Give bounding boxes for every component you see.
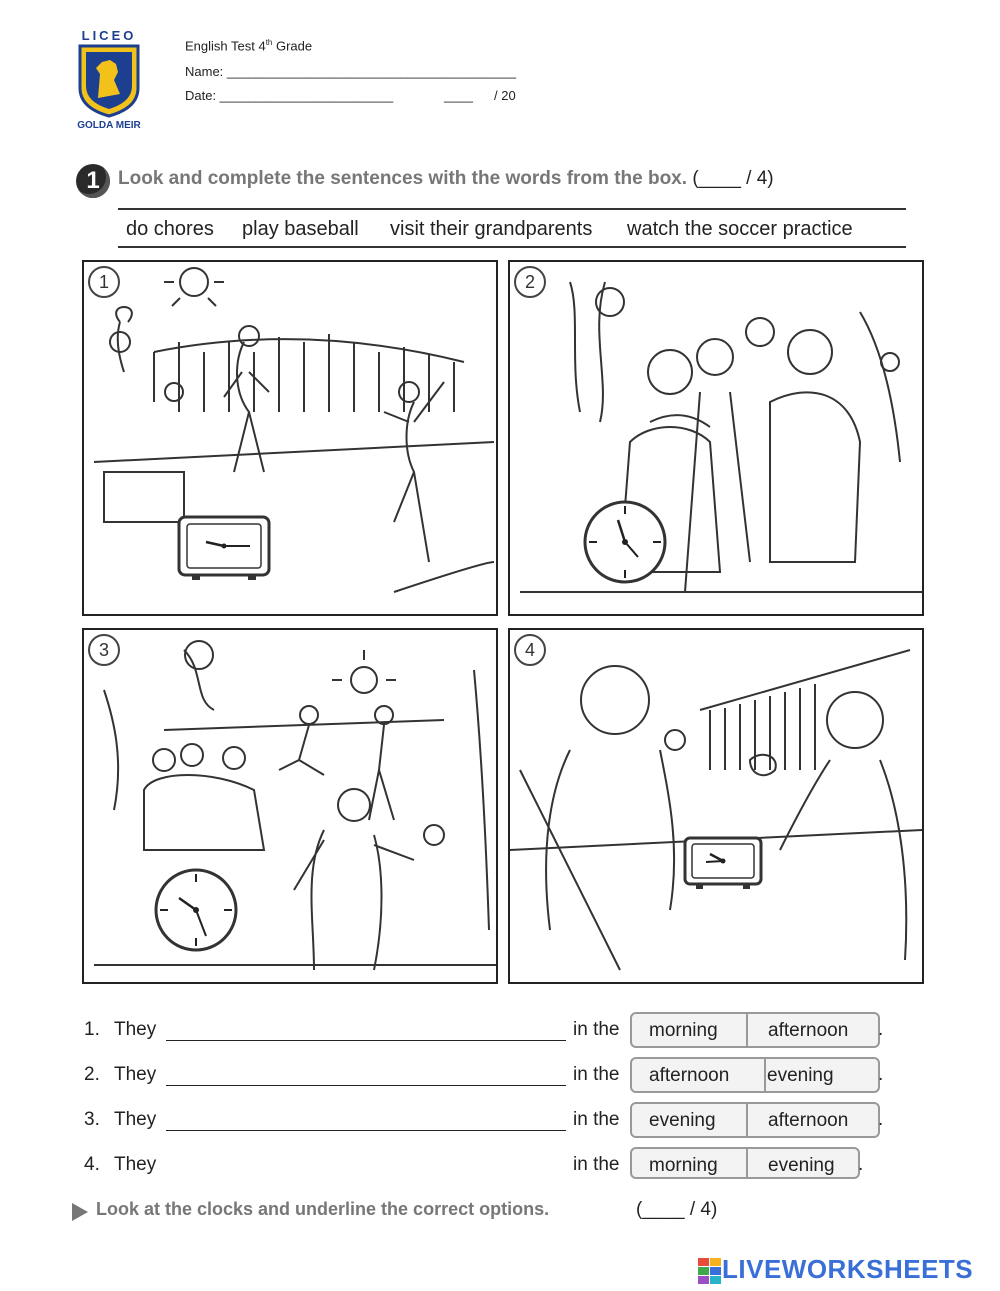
clock-panel-1 <box>177 515 271 580</box>
panel-number-2: 2 <box>514 266 546 298</box>
sentence-1-number: 1. <box>84 1019 100 1040</box>
sentence-1-blank[interactable] <box>166 1018 566 1041</box>
logo-text-top: LICEO <box>82 28 137 43</box>
soccer-scene <box>94 640 496 971</box>
exercise-1-instruction: Look and complete the sentences with the… <box>118 168 774 189</box>
exercise-1-score: (____ / 4) <box>692 168 774 189</box>
picture-panel-4: 4 <box>508 628 924 984</box>
sentence-1-subject: They <box>114 1019 157 1040</box>
picture-panel-1: 1 <box>82 260 498 616</box>
sentence-3-number: 3. <box>84 1109 100 1130</box>
word-do-chores: do chores <box>126 218 214 240</box>
score-total: / 20 <box>494 88 516 103</box>
liveworksheets-logo-icon <box>698 1258 722 1284</box>
panel-number-1: 1 <box>88 266 120 298</box>
sentence-2-blank[interactable] <box>166 1063 566 1086</box>
sentence-4-subject: They <box>114 1154 157 1175</box>
sentence-3-subject: They <box>114 1109 157 1130</box>
grandparents-scene <box>520 281 922 593</box>
sentence-1-option-morning[interactable]: morning <box>649 1020 718 1041</box>
school-logo: LICEO GOLDA MEIR <box>70 28 148 131</box>
panel-number-4: 4 <box>514 634 546 666</box>
sentence-2-period: . <box>878 1064 884 1085</box>
exercise-2-instruction: Look at the clocks and underline the cor… <box>96 1199 550 1219</box>
sentence-4-option-morning[interactable]: morning <box>649 1155 718 1176</box>
sentence-4-number: 4. <box>84 1154 100 1175</box>
picture-panel-3: 3 <box>82 628 498 984</box>
sentence-2-option-afternoon[interactable]: afternoon <box>649 1065 730 1086</box>
baseball-scene <box>93 267 495 593</box>
sentence-2-subject: They <box>114 1064 157 1085</box>
sentence-1-options: morning afternoon <box>630 1012 880 1048</box>
word-box: do chores play baseball visit their gran… <box>118 208 906 248</box>
name-field[interactable]: Name: __________________________________… <box>185 64 517 79</box>
logo-text-bottom: GOLDA MEIR <box>77 120 141 130</box>
exercise-2-score: (____ / 4) <box>636 1199 718 1220</box>
clock-panel-2 <box>583 500 667 584</box>
word-watch-soccer: watch the soccer practice <box>627 218 853 240</box>
exercise-2-arrow-icon <box>72 1203 88 1221</box>
clock-panel-4 <box>683 836 763 889</box>
sentence-4-in-the: in the <box>573 1154 620 1175</box>
liveworksheets-brand[interactable]: LIVEWORKSHEETS <box>722 1254 974 1284</box>
picture-panel-2: 2 <box>508 260 924 616</box>
word-play-baseball: play baseball <box>242 218 359 240</box>
sentence-2-in-the: in the <box>573 1064 620 1085</box>
sentence-3-period: . <box>878 1109 884 1130</box>
word-visit-grandparents: visit their grandparents <box>390 218 593 240</box>
sentence-2-options: afternoon evening <box>630 1057 880 1093</box>
test-title: English Test 4th Grade <box>185 38 313 54</box>
score-blank[interactable]: ____ <box>444 88 473 103</box>
chores-scene <box>510 649 922 971</box>
sentence-1-in-the: in the <box>573 1019 620 1040</box>
sentence-4-period: . <box>858 1154 864 1175</box>
sentence-4-option-evening[interactable]: evening <box>768 1155 835 1176</box>
sentence-2-option-evening[interactable]: evening <box>767 1065 834 1086</box>
panel-number-3: 3 <box>88 634 120 666</box>
date-field[interactable]: Date: ________________________ <box>185 88 394 103</box>
clock-panel-3 <box>154 868 238 952</box>
sentence-4-options: morning evening <box>630 1147 860 1179</box>
exercise-1-badge: 1 <box>76 164 110 198</box>
sentence-3-option-evening[interactable]: evening <box>649 1110 716 1131</box>
sentence-3-option-afternoon[interactable]: afternoon <box>768 1110 849 1131</box>
sentence-3-options: evening afternoon <box>630 1102 880 1138</box>
sentence-1-period: . <box>878 1019 884 1040</box>
sentence-2-number: 2. <box>84 1064 100 1085</box>
sentence-1-option-afternoon[interactable]: afternoon <box>768 1020 849 1041</box>
sentence-3-in-the: in the <box>573 1109 620 1130</box>
sentence-3-blank[interactable] <box>166 1108 566 1131</box>
